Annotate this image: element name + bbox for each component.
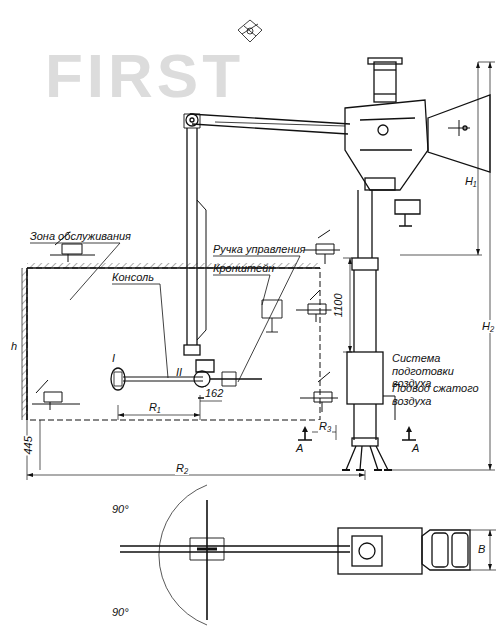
- callout-number: II: [176, 366, 182, 379]
- part-label: Ручка управления: [213, 243, 305, 256]
- dimension: 162: [204, 387, 224, 400]
- dimension: R₃: [318, 420, 332, 433]
- dimension: H₁: [464, 175, 477, 188]
- dimension: 1100: [332, 292, 345, 318]
- dimension: H₂: [481, 320, 495, 333]
- dimension: B: [477, 543, 486, 556]
- part-label: Подвод сжатого воздуха: [392, 382, 496, 407]
- part-label: Кронштейн: [213, 262, 274, 275]
- watermark: FIRST: [45, 40, 244, 111]
- dimension: R₂: [175, 462, 189, 475]
- zone-label: Зона обслуживания: [30, 230, 131, 243]
- dimension: 445: [22, 435, 35, 455]
- dimension: h: [10, 340, 18, 353]
- section-mark: А: [412, 442, 419, 455]
- part-label: Консоль: [112, 271, 154, 284]
- angle-label: 90°: [112, 503, 129, 516]
- callout-number: I: [112, 352, 115, 365]
- angle-label: 90°: [112, 606, 129, 619]
- dimension: R₁: [148, 401, 161, 414]
- section-mark: А: [296, 442, 303, 455]
